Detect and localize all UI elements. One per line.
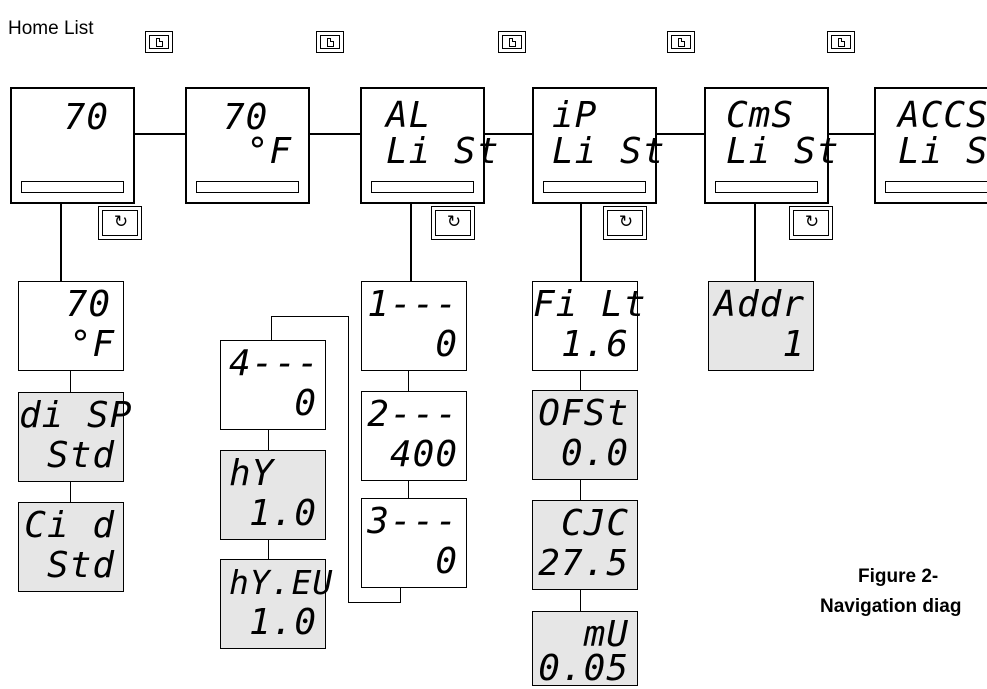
figure-number: Figure 2-: [858, 566, 939, 587]
home-display: 70: [10, 87, 135, 204]
input-list-display: iP Li St: [532, 87, 664, 204]
scroll-key-icon: ↻: [98, 206, 142, 240]
access-list-display: ACCS Li St: [874, 87, 987, 204]
cjc-param: CJC 27.5: [532, 500, 638, 590]
alarm3-param: 3--- 0: [361, 498, 467, 588]
display-line2: Li St: [726, 131, 840, 172]
comms-list-display: CmS Li St: [704, 87, 838, 204]
home-units-display: 70 °F: [185, 87, 310, 204]
display-line1: ACCS: [898, 95, 987, 136]
display-line2: Li St: [898, 131, 987, 172]
display-line2: Li St: [552, 131, 666, 172]
alarm4-param: 4--- 0: [220, 340, 326, 430]
offset-param: OFSt 0.0: [532, 390, 638, 480]
display-line1: 70: [63, 97, 109, 138]
alarm-list-display: AL Li St: [360, 87, 498, 204]
display-line2: Li St: [386, 131, 500, 172]
display-setting-param: di SP Std: [18, 392, 131, 482]
alarm1-param: 1--- 0: [361, 281, 467, 371]
alarm2-param: 2--- 400: [361, 391, 467, 481]
display-line1: AL: [386, 95, 432, 136]
page-key-icon: [827, 31, 855, 53]
diagram-title: Home List: [8, 18, 94, 39]
display-line1: CmS: [726, 95, 795, 136]
display-line2: °F: [246, 131, 292, 172]
page-key-icon: [667, 31, 695, 53]
address-param: Addr 1: [708, 281, 814, 371]
page-key-icon: [498, 31, 526, 53]
home-submenu-units: 70 °F: [18, 281, 124, 371]
scroll-key-icon: ↻: [431, 206, 475, 240]
hysteresis-param: hY 1.0: [220, 450, 326, 540]
hysteresis-eu-param: hY.EU 1.0: [220, 559, 332, 649]
scroll-key-icon: ↻: [603, 206, 647, 240]
figure-caption: Navigation diag: [820, 596, 962, 617]
cid-param: Ci d Std: [18, 502, 124, 592]
display-line1: 70: [223, 97, 269, 138]
filter-param: Fi Lt 1.6: [532, 281, 645, 371]
display-line1: iP: [552, 95, 598, 136]
scroll-key-icon: ↻: [789, 206, 833, 240]
page-key-icon: [316, 31, 344, 53]
page-key-icon: [145, 31, 173, 53]
millivolt-param: mU 0.05: [532, 611, 638, 688]
